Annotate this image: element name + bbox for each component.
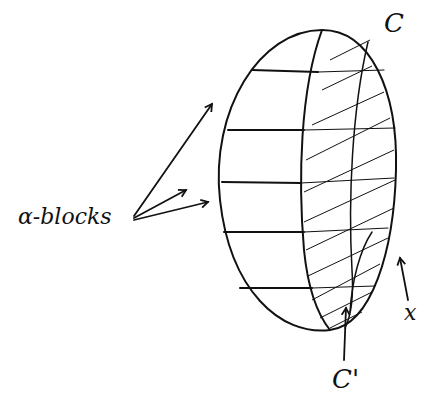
leader-arrow bbox=[134, 104, 212, 216]
curve-label: C' bbox=[332, 366, 359, 392]
block-lines-faint bbox=[301, 70, 395, 288]
leader-arrow bbox=[134, 202, 208, 220]
right-curve bbox=[345, 42, 368, 328]
small-curve bbox=[350, 232, 372, 312]
part-label: α-blocks bbox=[18, 206, 112, 228]
inner-curve bbox=[301, 30, 330, 330]
leader-arrow bbox=[344, 308, 346, 360]
leader-arrow bbox=[400, 258, 408, 300]
point-label: x bbox=[404, 302, 416, 324]
egg-outline bbox=[219, 30, 396, 331]
block-lines bbox=[222, 70, 318, 288]
curve-label: C bbox=[384, 10, 404, 36]
hatching bbox=[304, 40, 395, 328]
